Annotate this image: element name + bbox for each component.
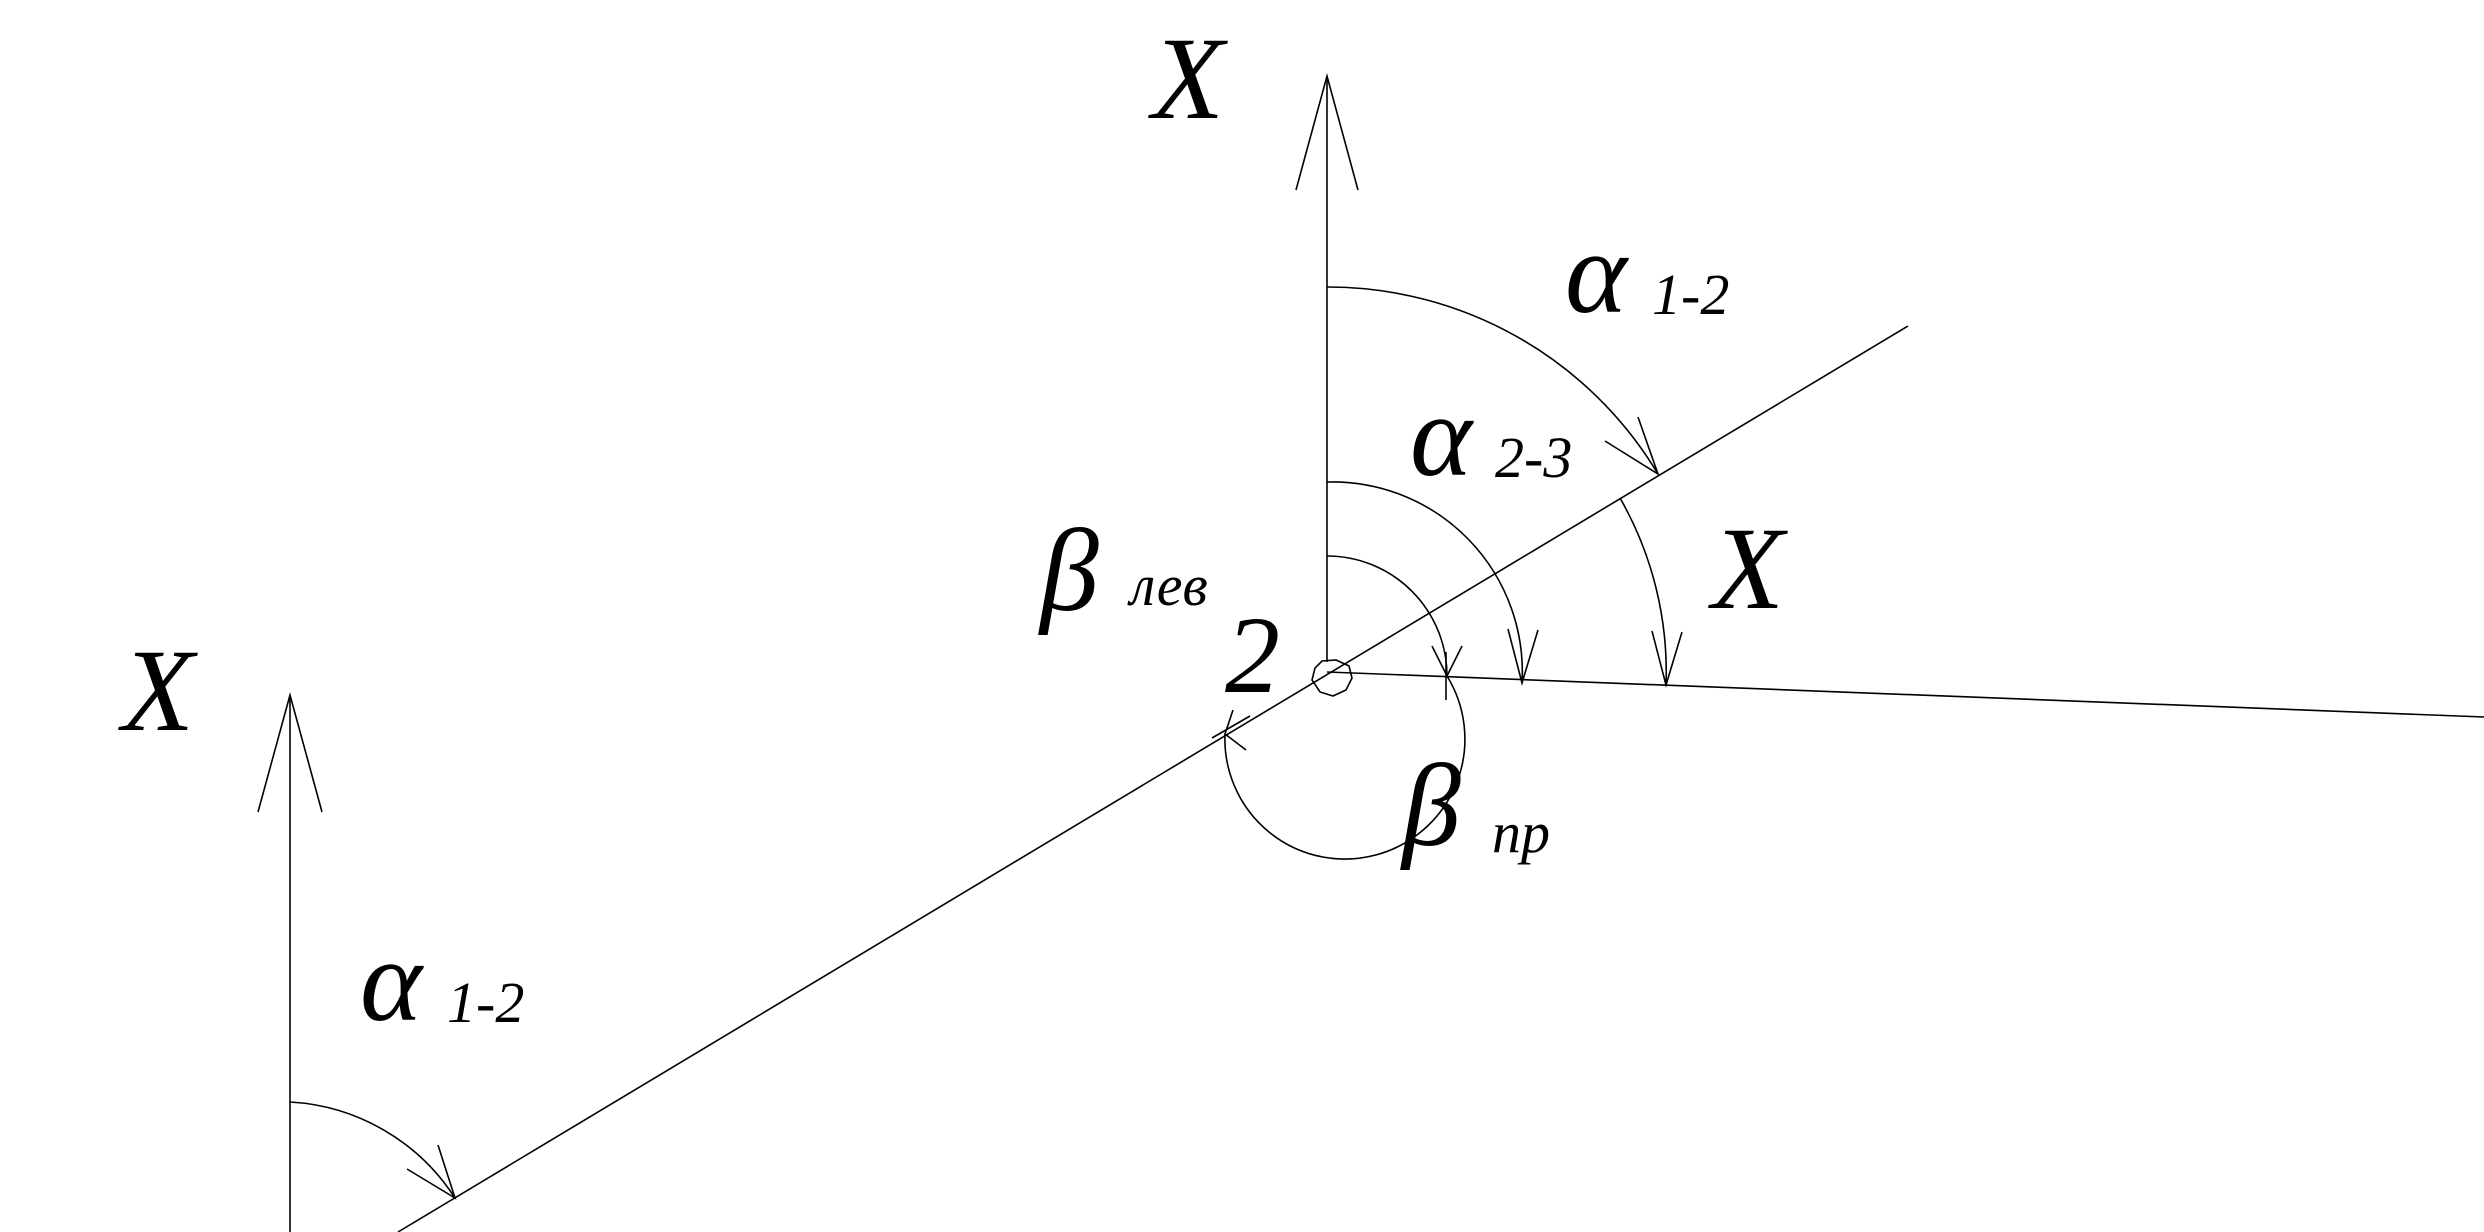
line-1-2-to-2-3-arc	[1619, 497, 1683, 688]
point-2-label: 2	[1225, 594, 1280, 716]
beta-right-symbol: β	[1400, 740, 1461, 871]
beta-left-symbol: β	[1038, 505, 1099, 636]
x-axis-top-label: X	[1148, 13, 1228, 144]
beta-right-subscript: пр	[1492, 800, 1550, 865]
alpha-1-2-arc-top-arrowhead	[1604, 416, 1660, 476]
beta-tick-left	[1211, 715, 1251, 739]
beta-left-arc-path	[1224, 675, 1466, 860]
alpha-1-2-top-symbol: α	[1565, 207, 1629, 338]
north-axis-left-arrowhead	[257, 691, 323, 813]
x-axis-left-label: X	[118, 625, 198, 756]
alpha-2-3-arc-path	[1326, 481, 1524, 684]
beta-right-label: β пр	[1400, 740, 1550, 871]
alpha-1-2-top-subscript: 1-2	[1652, 262, 1729, 327]
alpha-2-3-subscript: 2-3	[1495, 425, 1572, 490]
alpha-1-2-arc-bottom-path	[289, 1101, 456, 1199]
alpha-2-3-arc	[1326, 481, 1539, 686]
alpha-2-3-symbol: α	[1410, 370, 1474, 501]
x-axis-right-label: X	[1708, 503, 1788, 634]
alpha-1-2-arc-bottom-arrowhead	[406, 1144, 457, 1200]
beta-left-arc-arrowhead	[1224, 709, 1247, 751]
alpha-1-2-bottom-subscript: 1-2	[447, 970, 524, 1035]
line-1-2-to-2-3-arc-arrowhead	[1651, 630, 1683, 688]
line-1-2	[397, 325, 1909, 1232]
alpha-1-2-arc-top	[1326, 286, 1660, 476]
alpha-1-2-bottom-symbol: α	[360, 915, 424, 1046]
alpha-2-3-arc-arrowhead	[1507, 628, 1539, 686]
point-2-marker	[1311, 659, 1353, 697]
alpha-1-2-bottom-label: α 1-2	[360, 915, 524, 1046]
north-axis-top	[1295, 72, 1359, 662]
north-axis-top-arrowhead	[1295, 72, 1359, 191]
alpha-1-2-arc-bottom	[289, 1101, 457, 1200]
alpha-1-2-arc-top-path	[1326, 286, 1659, 475]
beta-left-subscript: лев	[1127, 553, 1208, 618]
line-2-3	[1326, 671, 2484, 718]
alpha-1-2-top-label: α 1-2	[1565, 207, 1729, 338]
beta-circle-arcs	[1211, 555, 1466, 860]
beta-right-arc-path	[1326, 555, 1448, 677]
beta-left-label: β лев	[1038, 505, 1208, 636]
line-1-2-to-2-3-arc-path	[1619, 497, 1668, 686]
alpha-2-3-label: α 2-3	[1410, 370, 1572, 501]
north-axis-left	[257, 691, 323, 1232]
